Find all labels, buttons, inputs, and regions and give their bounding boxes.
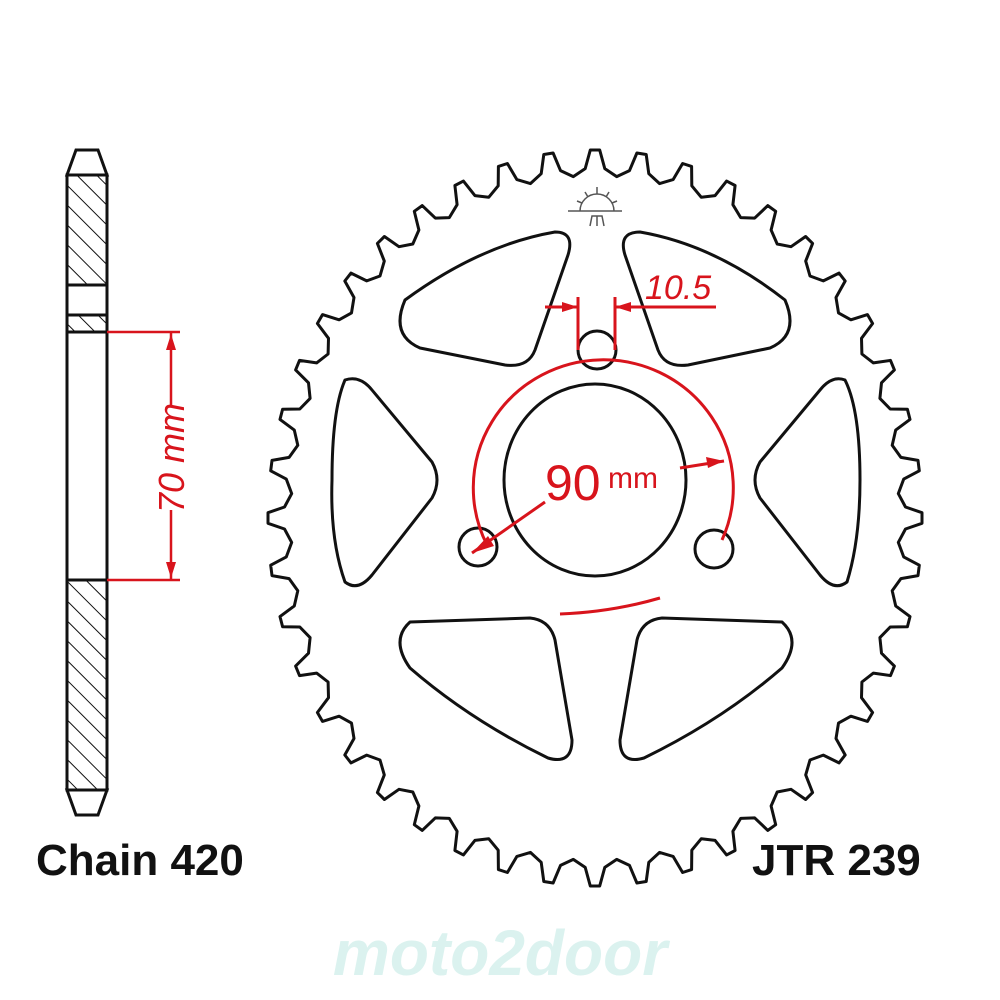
hub-height-dimension <box>107 330 180 582</box>
bolt-hole-left <box>457 526 499 568</box>
window-bottom-right <box>618 616 794 761</box>
bolt-hole-right <box>693 528 735 570</box>
bolt-circle-unit: mm <box>608 462 658 495</box>
bolt-hole-dimension <box>545 297 716 350</box>
window-left <box>330 377 439 588</box>
part-number: JTR 239 <box>752 836 921 885</box>
manufacturer-logo-icon <box>568 187 622 227</box>
chain-label: Chain 420 <box>36 836 244 885</box>
bolt-hole-top <box>576 329 618 371</box>
center-hub-hole <box>502 382 688 578</box>
lightening-windows <box>330 230 862 761</box>
window-bottom-left <box>398 616 574 761</box>
bolt-hole-label: 10.5 <box>645 269 711 307</box>
sprocket-teeth-outline <box>266 148 924 888</box>
watermark: moto2door <box>333 917 670 989</box>
window-right <box>753 377 862 588</box>
side-profile <box>64 148 110 817</box>
hub-height-label: 70 mm <box>151 403 192 513</box>
window-top-right <box>621 230 792 367</box>
bolt-circle-value: 90 <box>545 455 601 511</box>
window-top-left <box>398 230 572 367</box>
